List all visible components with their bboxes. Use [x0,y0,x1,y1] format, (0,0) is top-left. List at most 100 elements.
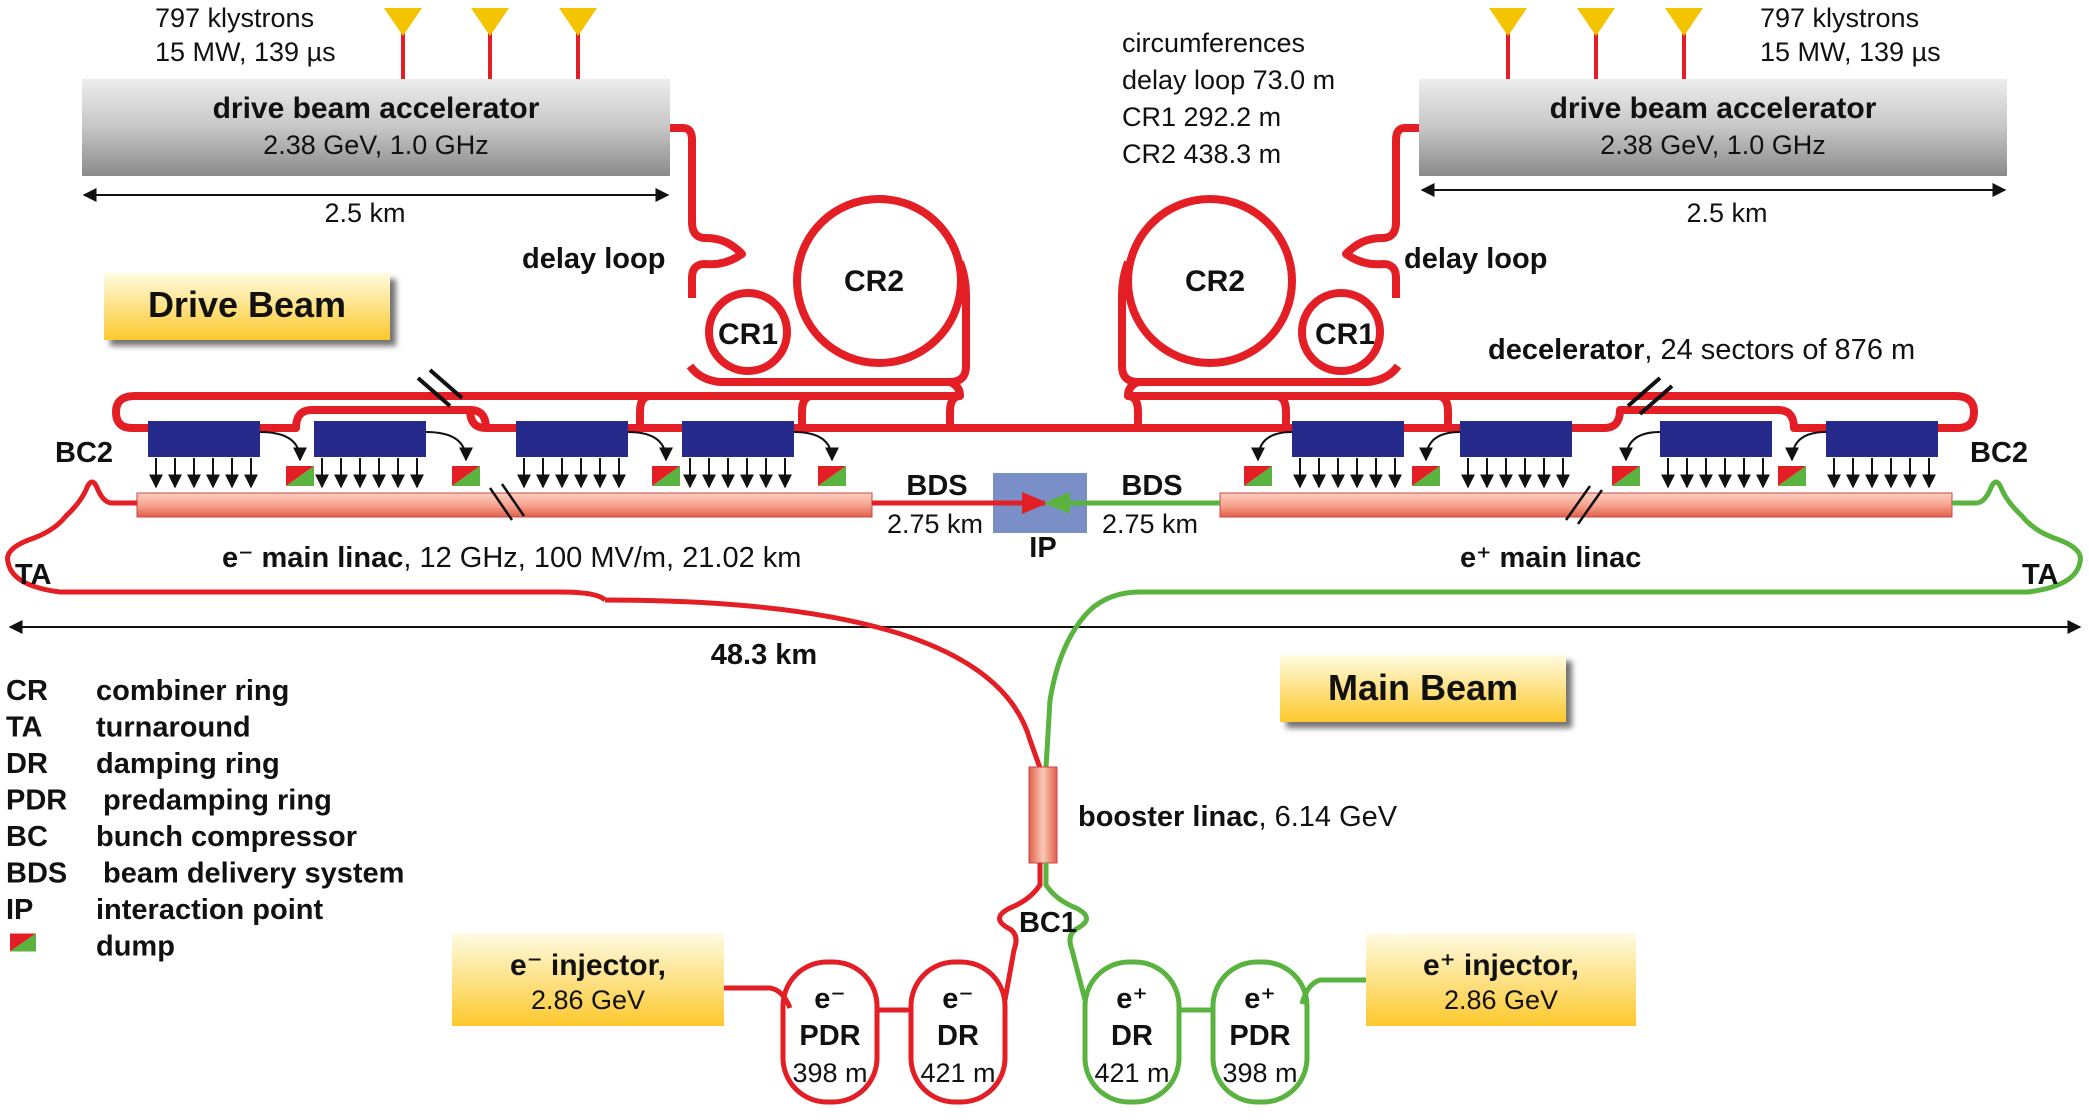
left-klystron-spec: 15 MW, 139 µs [155,37,336,67]
dump-arrow [1785,431,1827,462]
e-plus-injector-box [1366,934,1636,1026]
e-minus-linac-label: e⁻ main linac, 12 GHz, 100 MV/m, 21.02 k… [222,542,801,574]
right-drive-break-marks [1626,376,1674,416]
dump-arrow [1419,431,1461,462]
legend-meaning: beam delivery system [103,858,404,890]
right-dba-title: drive beam accelerator [1550,92,1877,125]
right-klystron-count: 797 klystrons [1760,3,1919,33]
beam-dump [1778,466,1806,486]
bc1-green-line [1043,863,1089,1001]
drive-beam-label: Drive Beam [148,284,346,325]
circumference-delay-loop: delay loop 73.0 m [1122,65,1335,95]
ep-injector-line [1299,977,1366,1005]
left-ta-label: TA [15,559,52,591]
ep-dr-particle: e⁺ [1116,983,1147,1015]
dump-arrow [627,431,673,462]
em-dr-particle: e⁻ [942,983,973,1015]
left-klystrons [384,8,597,80]
legend-abbr: IP [6,894,33,926]
bc1-label: BC1 [1019,907,1077,939]
legend-abbr: BC [6,821,48,853]
right-bds-label: BDS [1121,470,1182,502]
legend-meaning: damping ring [96,748,280,780]
ep-pdr-ring [1210,959,1310,1105]
right-bc2-label: BC2 [1970,437,2028,469]
left-dba-spec: 2.38 GeV, 1.0 GHz [263,130,489,160]
left-bds-length: 2.75 km [887,509,983,539]
right-klystron-spec: 15 MW, 139 µs [1760,37,1941,67]
total-length-label: 48.3 km [711,639,817,671]
decelerator-block [682,421,794,457]
decelerator-label: decelerator, 24 sectors of 876 m [1488,334,1915,366]
left-drive-beam-lines [112,124,1310,432]
decelerator-block [1460,421,1572,457]
legend-meaning: turnaround [96,712,251,744]
dump-arrow [1251,431,1293,462]
e-plus-injector-title: e⁺ injector, [1423,949,1579,982]
left-drive-beam-accelerator [82,79,670,176]
left-dba-length: 2.5 km [324,198,405,228]
ep-pdr-length: 398 m [1222,1058,1297,1088]
e-plus-linac-label: e⁺ main linac [1460,542,1641,574]
booster-linac [1028,766,1058,864]
bc1-red-line [997,863,1043,1001]
decelerator-block [314,421,426,457]
right-cr1-label: CR1 [1315,318,1375,351]
e-minus-main-linac [136,492,873,518]
booster-label: booster linac, 6.14 GeV [1078,801,1398,833]
decelerator-block [516,421,628,457]
left-bc2-label: BC2 [55,437,113,469]
main-beam-label: Main Beam [1328,667,1518,708]
em-dr-name: DR [937,1020,979,1052]
decelerator-sectors [148,421,1938,489]
legend-dump-swatch [10,933,36,952]
beam-dump [452,466,480,486]
legend-abbr: DR [6,748,48,780]
e-minus-transfer-line [604,597,1043,769]
main-beam-label-box [1280,655,1566,722]
circumference-cr1: CR1 292.2 m [1122,102,1281,132]
dump-arrow [793,431,839,462]
left-dba-title: drive beam accelerator [213,92,540,125]
beam-dump [1612,466,1640,486]
right-drive-beam-accelerator [1419,79,2007,176]
dump-arrow [1619,431,1661,462]
beam-dump [1244,466,1272,486]
em-dr-ring [908,959,1008,1105]
decelerator-block [1660,421,1772,457]
legend-meaning: combiner ring [96,675,289,707]
right-bds-length: 2.75 km [1102,509,1198,539]
right-dba-spec: 2.38 GeV, 1.0 GHz [1600,130,1826,160]
em-pdr-name: PDR [799,1020,860,1052]
e-minus-injector-title: e⁻ injector, [510,949,666,982]
beam-dump [286,466,314,486]
legend-abbr: TA [6,712,43,744]
left-delay-loop-label: delay loop [522,243,665,275]
circumference-cr2: CR2 438.3 m [1122,139,1281,169]
em-dr-length: 421 m [920,1058,995,1088]
left-bds-label: BDS [906,470,967,502]
left-klystron-count: 797 klystrons [155,3,314,33]
e-plus-transfer-line [1043,608,1092,769]
e-minus-injector-box [452,934,724,1026]
decelerator-block [1292,421,1404,457]
legend-meaning: dump [96,931,175,963]
e-minus-injector-energy: 2.86 GeV [531,985,645,1015]
right-ta-label: TA [2022,559,2059,591]
circumferences-title: circumferences [1122,28,1305,58]
ep-dr-length: 421 m [1094,1058,1169,1088]
ep-dr-name: DR [1111,1020,1153,1052]
decelerator-block [148,421,260,457]
left-drive-break-marks [416,368,464,408]
legend-abbr: PDR [6,785,67,817]
right-cr2-label: CR2 [1185,265,1245,298]
ep-pdr-particle: e⁺ [1244,983,1275,1015]
e-plus-injector-energy: 2.86 GeV [1444,985,1558,1015]
left-cr2-label: CR2 [844,265,904,298]
dump-arrow [259,431,307,462]
ep-pdr-name: PDR [1229,1020,1290,1052]
right-klystrons [1489,8,1703,80]
legend-meaning: predamping ring [103,785,332,817]
